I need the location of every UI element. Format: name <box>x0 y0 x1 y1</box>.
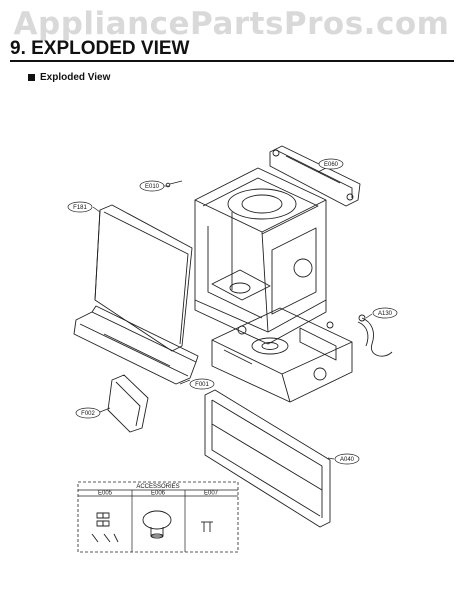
section-heading: Exploded View <box>28 72 110 83</box>
accessory-label-e007: E007 <box>204 491 219 497</box>
callout-f001: F001 <box>189 378 215 390</box>
accessories-box <box>77 481 239 553</box>
callout-f181: F181 <box>67 201 93 213</box>
svg-text:E060: E060 <box>324 162 339 168</box>
callout-a040: A040 <box>334 453 360 465</box>
svg-text:F181: F181 <box>73 205 87 211</box>
svg-text:F002: F002 <box>81 411 95 417</box>
callout-e010: E010 <box>139 180 165 192</box>
panel-cover-part <box>107 374 149 433</box>
accessory-label-e005: E005 <box>98 491 113 497</box>
callout-e060: E060 <box>318 158 344 170</box>
door-panel-part <box>204 389 331 528</box>
drain-hose-part <box>357 314 393 357</box>
svg-text:A040: A040 <box>340 457 355 463</box>
svg-text:F001: F001 <box>195 382 209 388</box>
tub-assembly-part <box>194 167 327 345</box>
square-bullet-icon <box>28 74 35 81</box>
callout-a130: A130 <box>372 307 398 319</box>
callout-f002: F002 <box>75 407 101 419</box>
svg-text:A130: A130 <box>378 311 393 317</box>
door-gasket-part <box>94 204 193 352</box>
screw-part <box>165 180 183 188</box>
section-heading-label: Exploded View <box>40 72 111 83</box>
base-sump-assembly-part <box>211 307 353 403</box>
accessories-title: ACCESSORIES <box>136 484 179 490</box>
accessory-label-e006: E006 <box>151 491 166 497</box>
svg-text:E010: E010 <box>145 184 160 190</box>
title-rule <box>10 60 454 62</box>
control-panel-part <box>73 305 199 385</box>
accessory-screw-part <box>201 521 213 532</box>
top-bracket-part <box>269 145 361 207</box>
accessory-cap-part <box>142 510 172 539</box>
accessory-clip-part <box>91 512 119 543</box>
leader-lines <box>92 165 373 460</box>
page-title: 9. EXPLODED VIEW <box>10 38 190 59</box>
accessories-grid <box>78 489 238 552</box>
watermark-logo: AppliancePartsPros.com <box>13 6 450 42</box>
